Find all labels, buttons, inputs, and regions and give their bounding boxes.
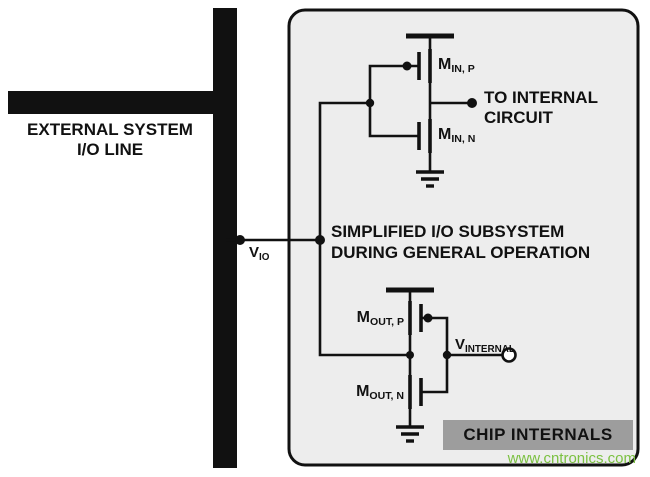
mout-p-label: MOUT, P	[326, 309, 404, 328]
power-rails	[386, 33, 454, 293]
ground-symbols	[396, 170, 444, 443]
junction-dot	[235, 235, 245, 245]
external-label-line1: EXTERNAL SYSTEM	[27, 120, 193, 139]
mout-n-main: M	[356, 383, 370, 400]
io-line-horizontal-bar	[8, 91, 214, 114]
mout-p-sub: OUT, P	[370, 315, 404, 328]
vinternal-label: VINTERNAL	[455, 336, 515, 355]
junction-dots	[235, 61, 477, 360]
caption-label: SIMPLIFIED I/O SUBSYSTEM DURING GENERAL …	[331, 221, 590, 263]
min-p-main: M	[438, 56, 452, 73]
io-line-vertical-bar	[213, 8, 237, 468]
vinternal-terminal-circle	[501, 347, 517, 363]
to-internal-circuit-label: TO INTERNAL CIRCUIT	[484, 88, 598, 128]
output-stage-transistors	[408, 301, 423, 409]
watermark-link[interactable]: www.cntronics.com	[507, 450, 636, 467]
caption-line1: SIMPLIFIED I/O SUBSYSTEM	[331, 222, 565, 241]
chip-internals-badge: CHIP INTERNALS	[443, 420, 633, 450]
min-p-sub: IN, P	[451, 62, 475, 75]
mout-n-sub: OUT, N	[369, 389, 404, 402]
junction-dot	[442, 350, 452, 360]
min-p-label: MIN, P	[438, 56, 475, 75]
junction-dot	[315, 235, 325, 245]
ground-icon	[396, 425, 424, 443]
junction-dot	[402, 61, 412, 71]
external-io-line-label: EXTERNAL SYSTEM I/O LINE	[6, 120, 214, 160]
min-n-main: M	[438, 126, 452, 143]
junction-dot	[467, 98, 477, 108]
mout-p-main: M	[356, 309, 370, 326]
vio-label: VIO	[249, 244, 270, 263]
vinternal-main: V	[455, 336, 466, 353]
external-label-line2: I/O LINE	[76, 140, 144, 159]
min-n-sub: IN, N	[451, 132, 476, 145]
caption-line2: DURING GENERAL OPERATION	[331, 243, 591, 262]
io-node-wire	[318, 101, 410, 357]
junction-dot	[423, 313, 433, 323]
to-internal-line2: CIRCUIT	[484, 108, 553, 127]
vinternal-sub: INTERNAL	[465, 343, 515, 355]
mout-n-label: MOUT, N	[326, 383, 404, 402]
min-n-label: MIN, N	[438, 126, 476, 145]
junction-dot	[365, 98, 375, 108]
junction-dot	[406, 351, 414, 359]
external-io-line	[8, 8, 237, 468]
input-stage-transistors	[417, 49, 432, 153]
vio-sub: IO	[259, 251, 270, 263]
ground-icon	[416, 170, 444, 188]
vio-main: V	[249, 244, 260, 261]
chip-internals-box	[287, 8, 640, 467]
to-internal-line1: TO INTERNAL	[484, 88, 598, 107]
